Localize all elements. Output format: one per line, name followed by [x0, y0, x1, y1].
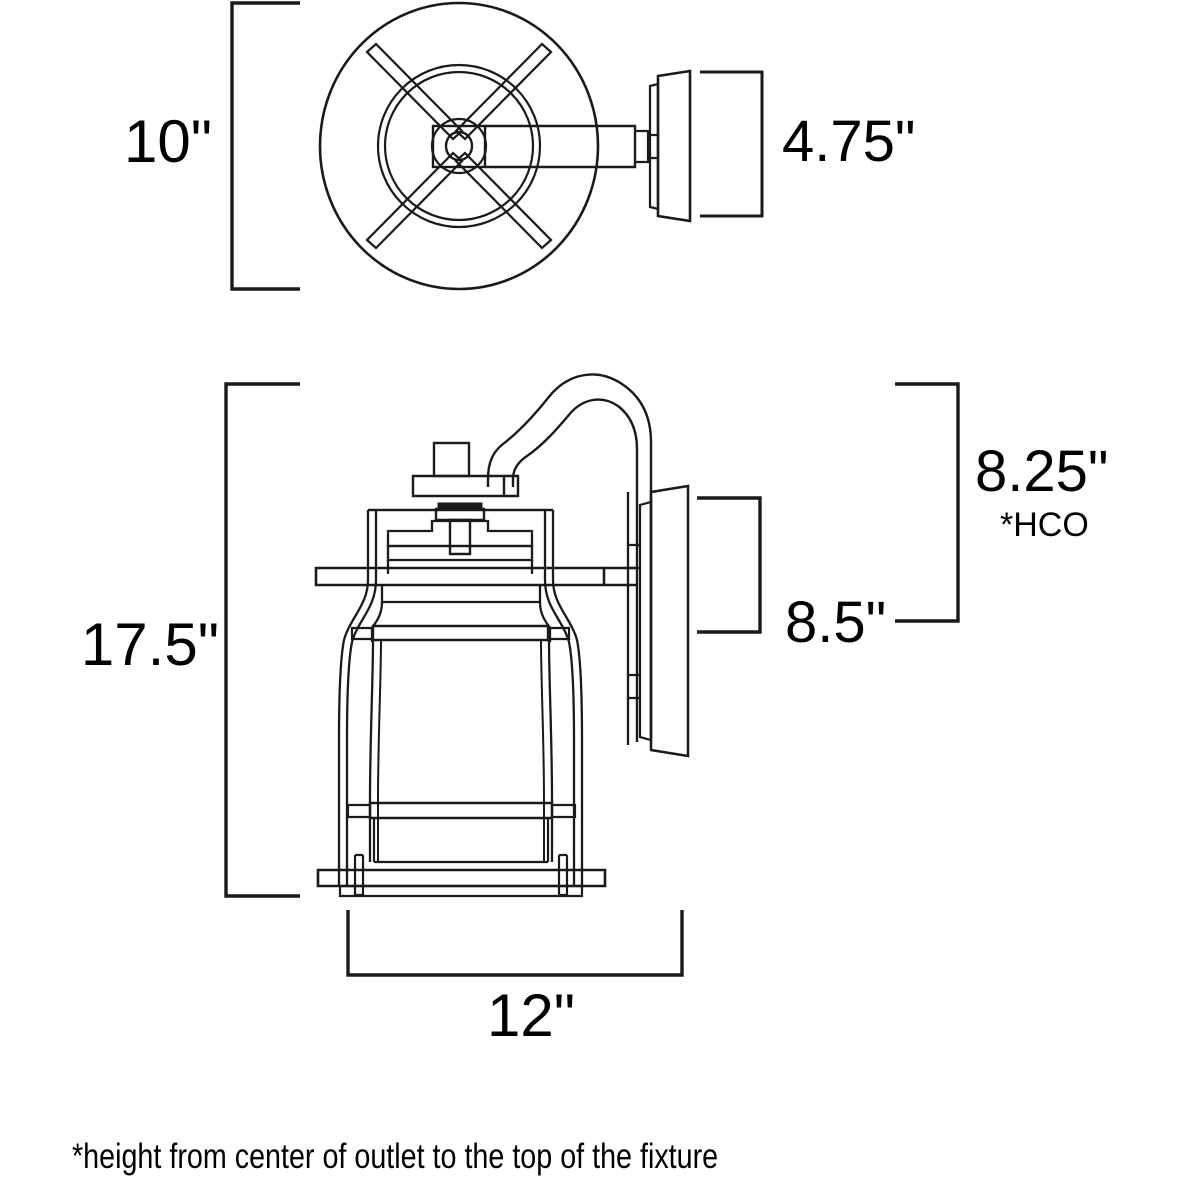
finial-plate [411, 474, 506, 498]
scroll-arm [486, 373, 653, 505]
finial-knob [432, 441, 471, 478]
mid-band-right-tab [549, 626, 571, 641]
glass-panel-inner-left [377, 639, 382, 862]
glass-panel [368, 639, 554, 862]
glass-panel-inner-right [540, 639, 545, 862]
base-riser-caps [355, 853, 567, 897]
dimension-bracket-10in [230, 1, 300, 291]
side-elevation-group [224, 373, 960, 977]
dimension-bracket-8-25in [895, 382, 960, 623]
backplate-profile-inner [648, 82, 660, 211]
dimension-bracket-12in [346, 910, 684, 977]
dimension-label-overall-height: 17.5" [80, 611, 219, 678]
backplate-notch [648, 133, 658, 160]
cross-arms [365, 42, 553, 250]
dimension-bracket-8-5in [697, 496, 762, 634]
dimension-label-height-top-view: 10" [123, 108, 212, 175]
inner-ring-outer [376, 63, 542, 229]
cap-plate-upper [386, 519, 534, 548]
base-riser-right [557, 855, 569, 895]
lower-band-right-tab [552, 803, 577, 819]
center-hub [431, 124, 487, 169]
mid-band [371, 624, 550, 642]
dimension-bracket-17-5in [224, 382, 300, 898]
dimension-label-hco-height: 8.25" [975, 439, 1109, 504]
wide-shelf [314, 566, 606, 587]
base-lip [338, 884, 584, 898]
base-riser-left [353, 855, 365, 895]
stem-arm [485, 124, 637, 169]
finial-shoulder [504, 474, 520, 498]
shelf-tail [604, 566, 637, 587]
backplate-profile-outer [656, 69, 692, 223]
lower-band-left-tab [346, 803, 370, 819]
mid-band-left-tab [350, 626, 372, 641]
backplate [626, 484, 690, 758]
dimension-label-backplate-height: 8.5" [785, 590, 887, 655]
top-view-group [230, 1, 764, 291]
center-hole [444, 130, 474, 162]
glass-lower [372, 818, 550, 862]
footnote-text: *height from center of outlet to the top… [72, 1137, 719, 1176]
dimension-label-depth-top-view: 4.75" [782, 109, 916, 174]
dimension-label-overall-width: 12" [487, 982, 576, 1049]
inner-ring-inner [383, 70, 535, 222]
base-plate [316, 868, 607, 888]
glass-body-top [380, 585, 542, 604]
stem-connector [635, 129, 650, 164]
outer-disc [318, 1, 600, 291]
lower-band [368, 801, 554, 820]
mounting-block [700, 70, 764, 218]
side-rails [337, 579, 584, 885]
stem-neck [448, 518, 472, 556]
dimension-label-hco-note: *HCO [1000, 506, 1089, 544]
glass-body-shoulder [370, 601, 552, 642]
